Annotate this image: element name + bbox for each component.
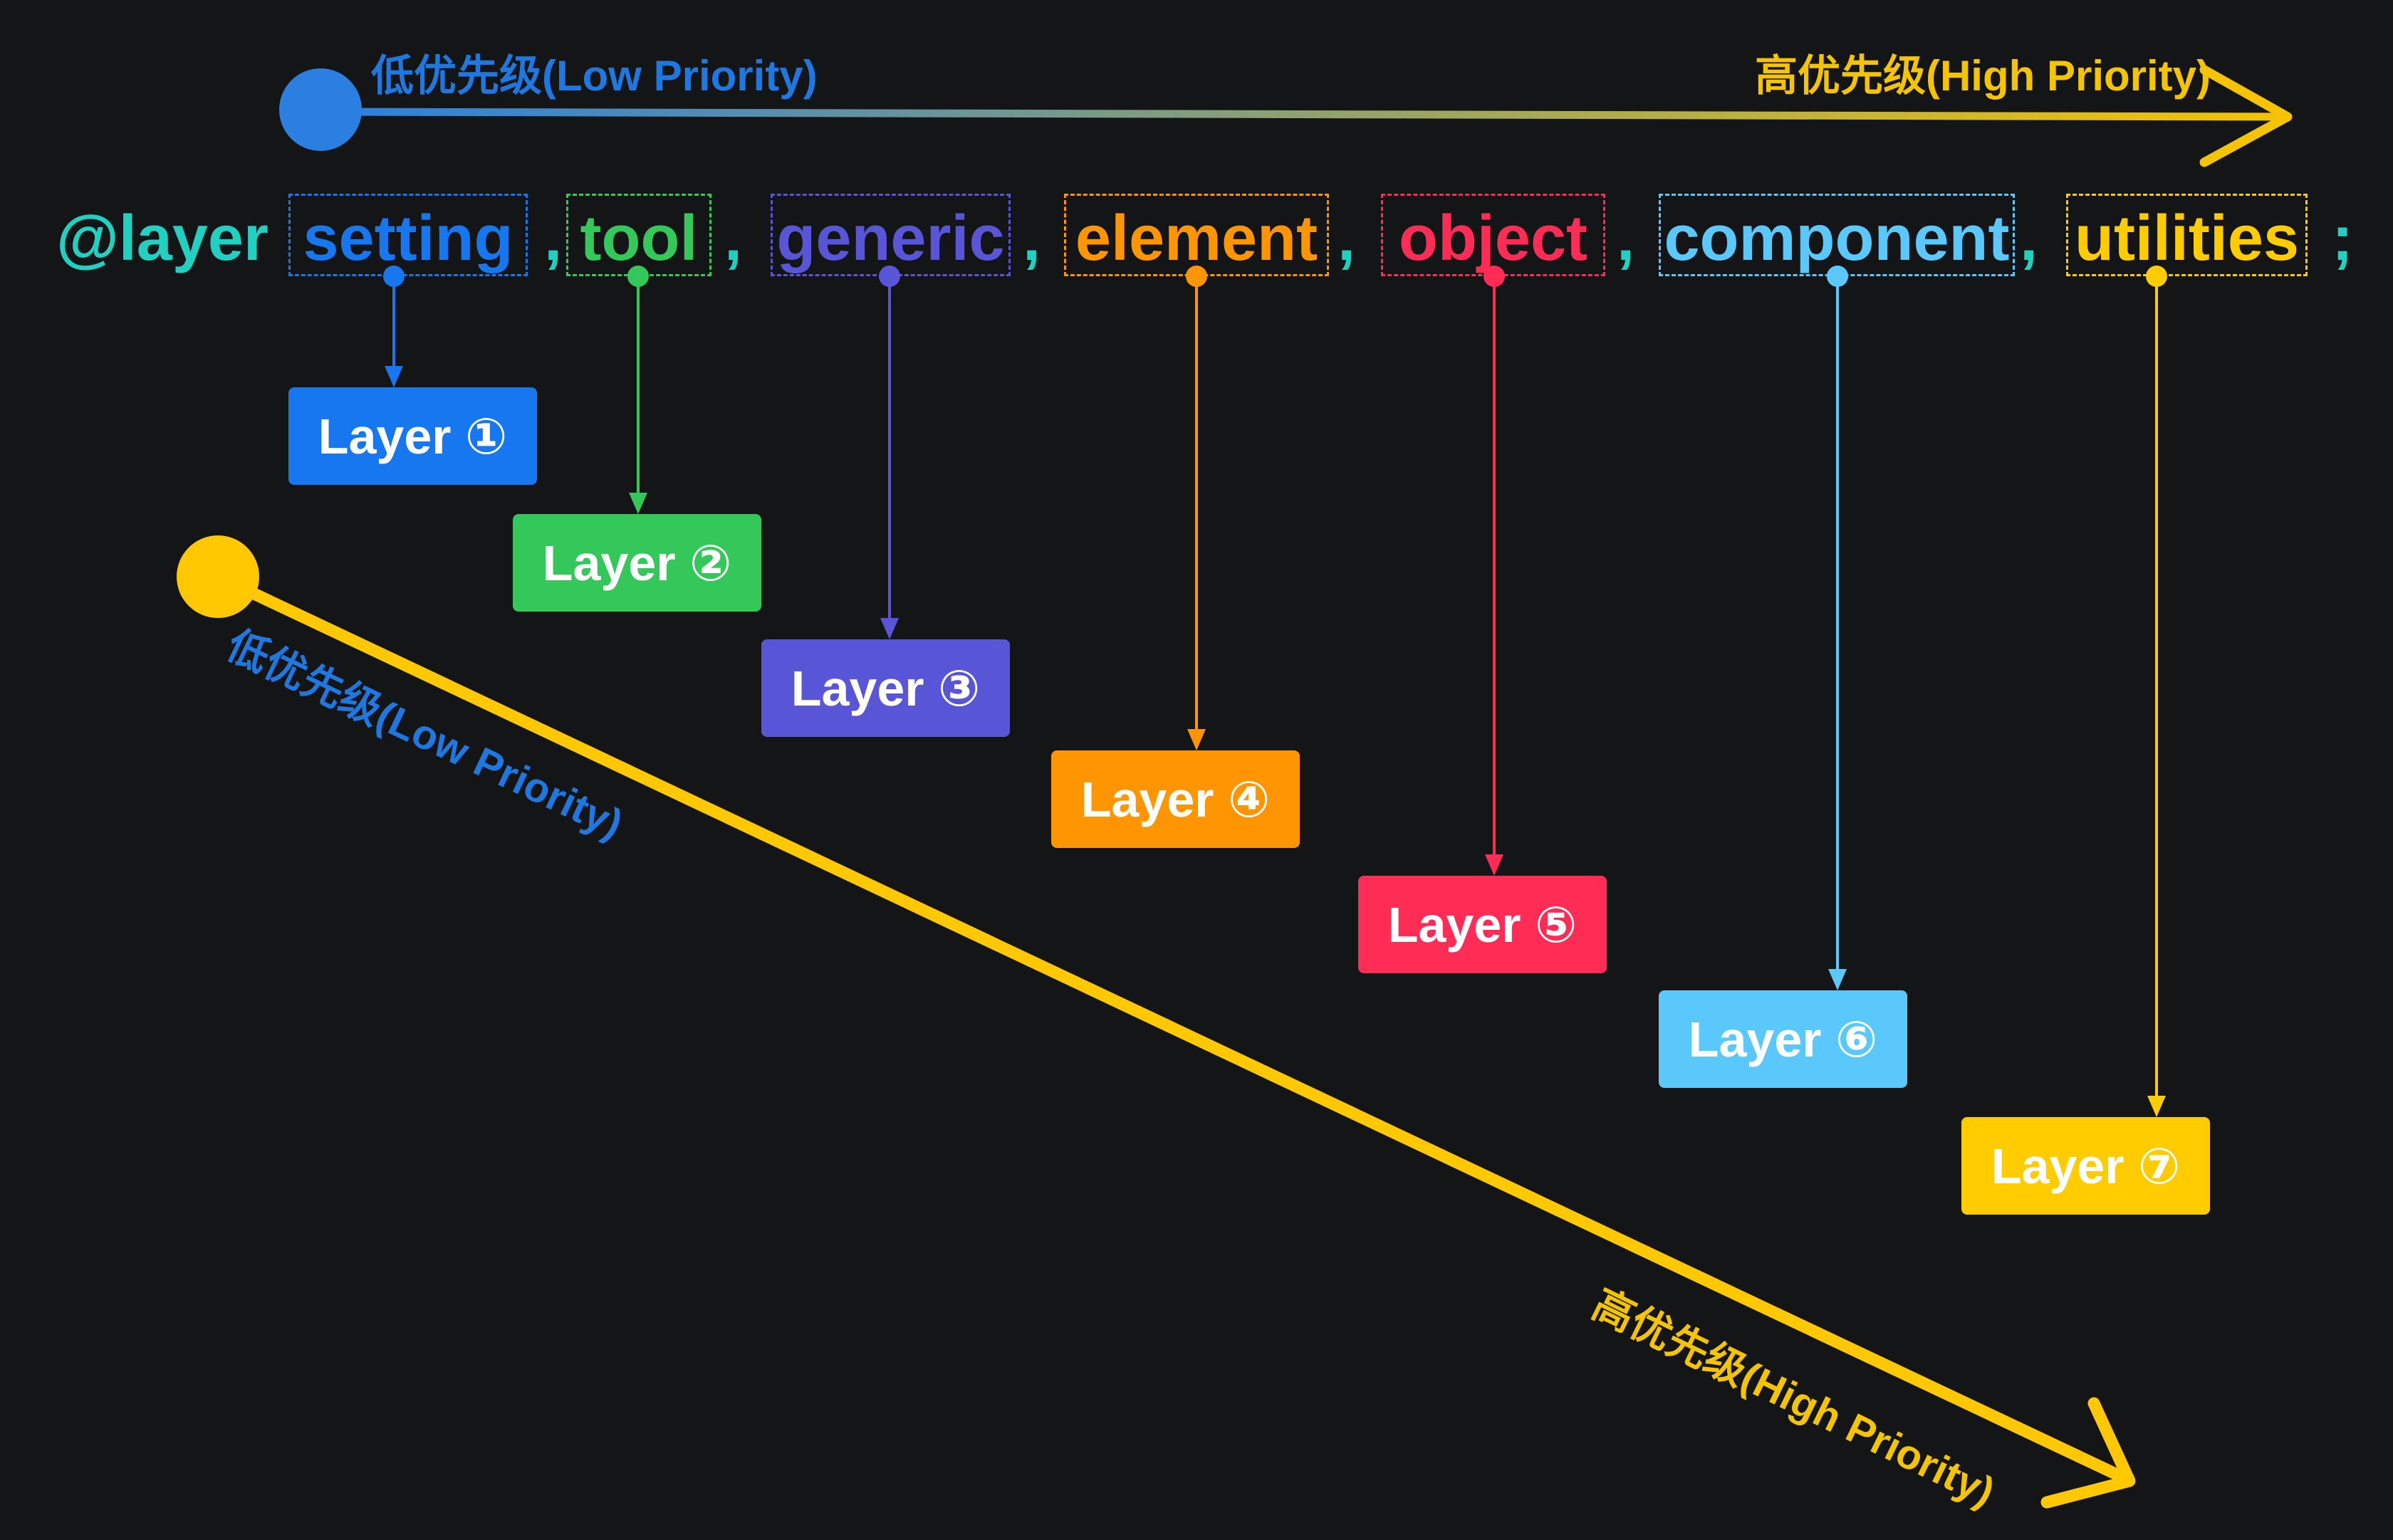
dashed-box-generic: generic bbox=[771, 194, 1011, 276]
connector-arrowhead-setting bbox=[385, 366, 403, 387]
separator-comma: , bbox=[1617, 194, 1635, 276]
layer-box-7: Layer ⑦ bbox=[1961, 1117, 2210, 1215]
top-axis-low-priority-label: 低优先级(Low Priority) bbox=[371, 52, 818, 100]
layer-name-generic: generic bbox=[776, 203, 1005, 274]
connector-arrowhead-generic bbox=[880, 618, 899, 639]
top-axis-arrowhead bbox=[2199, 65, 2293, 167]
top-axis-line bbox=[316, 108, 2287, 121]
terminator-semicolon: ; bbox=[2332, 194, 2353, 276]
separator-comma: , bbox=[2020, 194, 2038, 276]
connector-arrowhead-utilities bbox=[2147, 1096, 2166, 1117]
dashed-box-element: element bbox=[1064, 194, 1329, 276]
layer-name-setting: setting bbox=[303, 203, 513, 274]
layer-box-label: Layer ① bbox=[318, 408, 508, 464]
layer-box-4: Layer ④ bbox=[1051, 750, 1300, 848]
layer-box-label: Layer ③ bbox=[791, 660, 981, 716]
separator-comma-text: , bbox=[1023, 203, 1041, 274]
diagonal-axis-high-priority-label: 高优先级(High Priority) bbox=[1585, 1281, 2002, 1516]
layer-name-utilities: utilities bbox=[2074, 203, 2300, 274]
dashed-box-tool: tool bbox=[566, 194, 711, 276]
separator-comma-text: , bbox=[1617, 203, 1635, 274]
layer-keyword: @layer bbox=[56, 194, 269, 276]
layer-box-3: Layer ③ bbox=[761, 639, 1010, 737]
separator-comma: , bbox=[724, 194, 742, 276]
layer-name-component: component bbox=[1664, 203, 2010, 274]
layer-name-element: element bbox=[1075, 203, 1318, 274]
connector-arrowhead-component bbox=[1828, 969, 1847, 990]
layer-box-label: Layer ⑦ bbox=[1991, 1138, 2181, 1194]
separator-comma-text: , bbox=[1338, 203, 1356, 274]
layer-name-tool: tool bbox=[580, 203, 698, 274]
layer-box-1: Layer ① bbox=[288, 387, 537, 485]
layer-box-6: Layer ⑥ bbox=[1659, 990, 1907, 1088]
top-axis-high-priority-label: 高优先级(High Priority) bbox=[1755, 52, 2211, 100]
dashed-box-setting: setting bbox=[288, 194, 528, 276]
layer-name-object: object bbox=[1398, 203, 1588, 274]
diagonal-axis-start-dot bbox=[177, 535, 259, 618]
dashed-box-component: component bbox=[1659, 194, 2015, 276]
layer-box-5: Layer ⑤ bbox=[1358, 876, 1607, 973]
separator-comma: , bbox=[544, 194, 562, 276]
layer-box-label: Layer ⑤ bbox=[1387, 896, 1578, 953]
connector-arrowhead-object bbox=[1485, 854, 1503, 876]
layer-box-label: Layer ④ bbox=[1080, 771, 1271, 827]
diagonal-axis-arrowhead bbox=[2040, 1397, 2136, 1509]
layer-box-2: Layer ② bbox=[513, 514, 761, 612]
layer-keyword-text: @layer bbox=[56, 203, 269, 274]
separator-comma-text: , bbox=[2020, 203, 2038, 274]
terminator-semicolon-text: ; bbox=[2332, 203, 2353, 274]
separator-comma-text: , bbox=[724, 203, 743, 274]
separator-comma-text: , bbox=[544, 203, 563, 274]
dashed-box-object: object bbox=[1381, 194, 1605, 276]
separator-comma: , bbox=[1338, 194, 1355, 276]
separator-comma: , bbox=[1023, 194, 1041, 276]
connector-arrowhead-element bbox=[1187, 729, 1206, 750]
dashed-box-utilities: utilities bbox=[2066, 194, 2308, 276]
top-axis-start-dot bbox=[279, 68, 362, 151]
connector-arrowhead-tool bbox=[629, 493, 647, 514]
diagonal-axis-low-priority-label: 低优先级(Low Priority) bbox=[219, 622, 630, 848]
layer-box-label: Layer ⑥ bbox=[1688, 1011, 1878, 1067]
layer-box-label: Layer ② bbox=[542, 535, 732, 591]
